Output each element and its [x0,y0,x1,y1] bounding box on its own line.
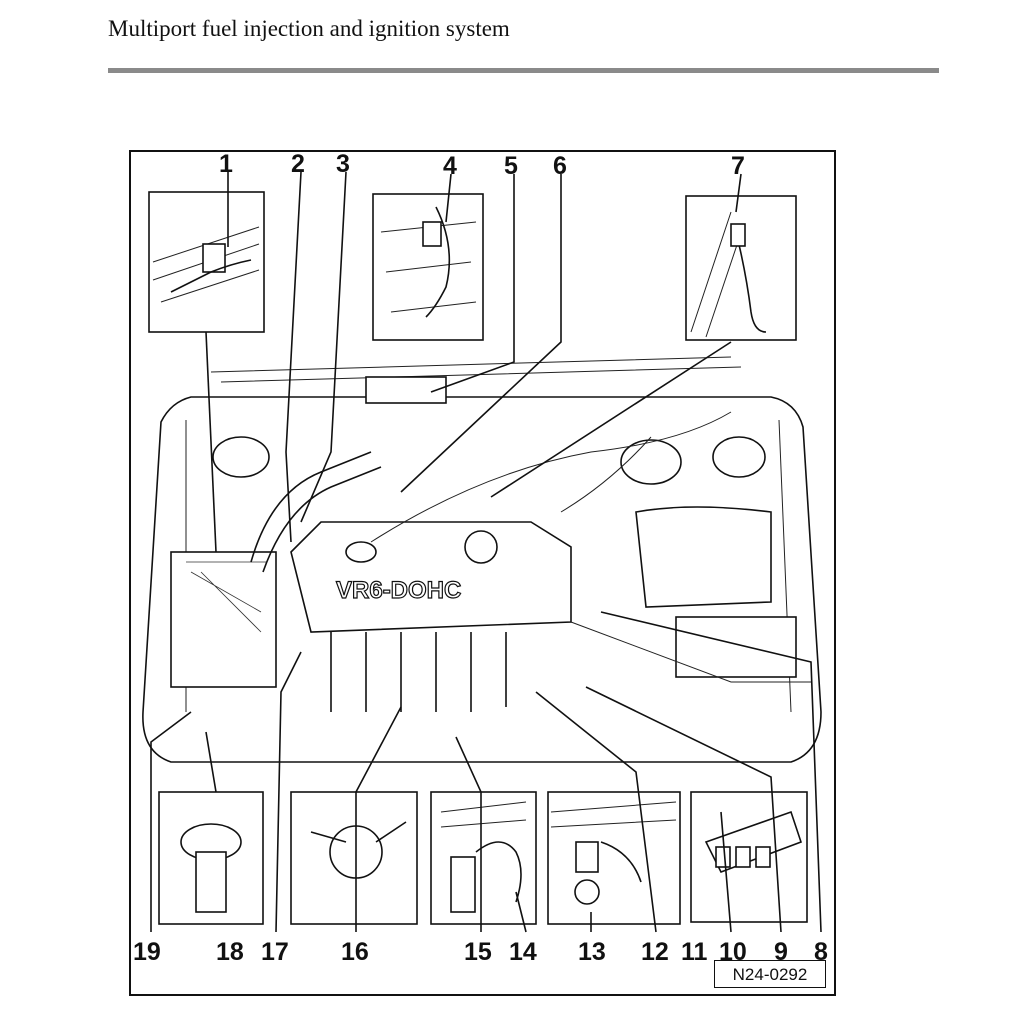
inset-18 [158,791,264,925]
callout-4: 4 [443,152,457,180]
callout-15: 15 [464,938,492,966]
callout-2: 2 [291,152,305,178]
engine-bay: VR6-DOHC [142,356,822,763]
figure-reference: N24-0292 [714,960,826,988]
callout-3: 3 [336,152,350,178]
inset-1 [148,191,265,333]
diagram-drawing: VR6-DOHC [133,152,828,966]
callout-1: 1 [219,152,233,178]
inset-11-9 [690,791,808,923]
inset-7 [685,195,797,341]
callout-17: 17 [261,938,289,966]
air-filter-housing [170,551,277,688]
callout-16: 16 [341,938,369,966]
callout-7: 7 [731,152,745,180]
engine-label: VR6-DOHC [336,577,461,604]
relay-box [365,376,447,404]
inset-4 [372,193,484,341]
callout-18: 18 [216,938,244,966]
callout-5: 5 [504,152,518,180]
callout-13: 13 [578,938,606,966]
inset-15-14 [430,791,537,925]
callout-8: 8 [814,938,828,966]
callout-9: 9 [774,938,788,966]
inset-16 [290,791,418,925]
callout-6: 6 [553,152,567,180]
callout-12: 12 [641,938,669,966]
leader-lines [150,171,822,933]
battery [675,616,797,678]
callout-14: 14 [509,938,537,966]
callout-numbers: 1 2 3 4 5 6 7 8 9 10 11 12 13 14 15 16 1… [133,152,828,966]
title-divider [108,68,939,73]
inset-13-12 [547,791,681,925]
page-title: Multiport fuel injection and ignition sy… [108,16,510,41]
callout-19: 19 [133,938,161,966]
callout-11: 11 [681,938,708,966]
engine-diagram: VR6-DOHC [129,150,836,996]
engine-cover [290,521,572,633]
